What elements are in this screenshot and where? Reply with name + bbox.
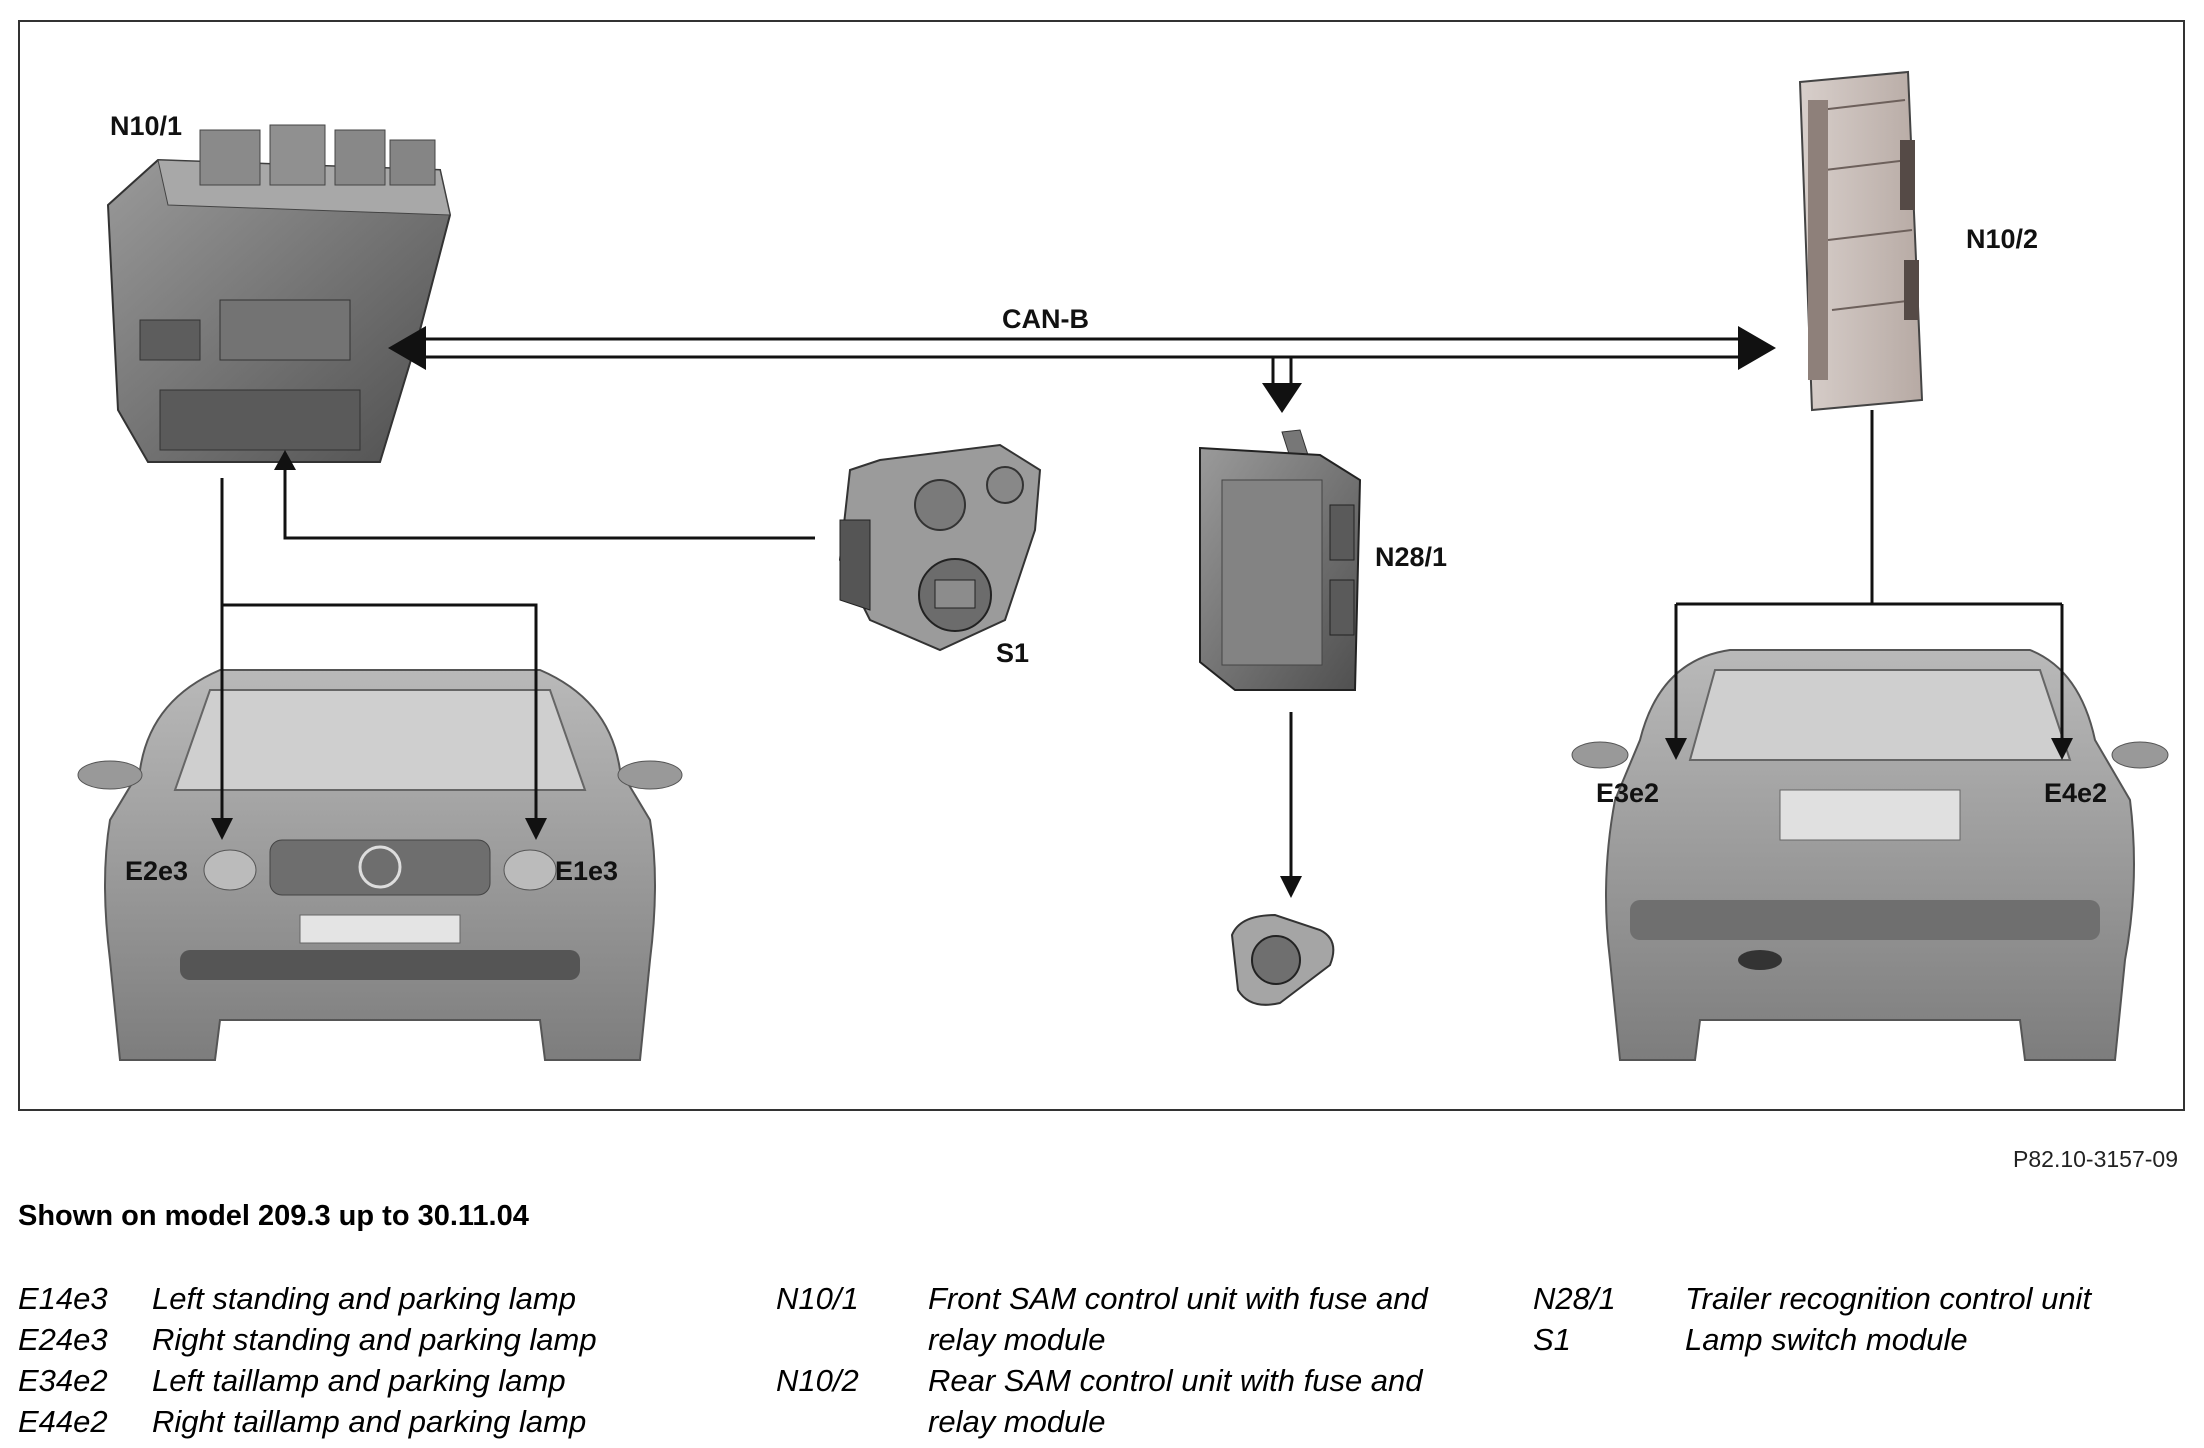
rear-lamp-wiring: [1665, 410, 2073, 760]
legend-code: S1: [1533, 1322, 1571, 1357]
legend-item: E14e3 Left standing and parking lamp: [18, 1278, 597, 1319]
trailer-unit-to-socket-line: [1280, 712, 1302, 898]
legend-code: N10/2: [776, 1363, 859, 1398]
legend-desc: Right taillamp and parking lamp: [152, 1404, 587, 1439]
legend-item: N10/1 Front SAM control unit with fuse an…: [776, 1278, 1448, 1360]
legend-column-3: N28/1 Trailer recognition control unit S1…: [1533, 1278, 2091, 1360]
label-can-b: CAN-B: [1002, 304, 1089, 334]
legend-desc: Lamp switch module: [1685, 1322, 1968, 1357]
legend-code: E34e2: [18, 1363, 108, 1398]
legend-code: E24e3: [18, 1322, 108, 1357]
rear-sam-module: [1798, 70, 1924, 412]
trailer-recognition-unit: [1199, 429, 1362, 691]
legend-code: N28/1: [1533, 1281, 1616, 1316]
label-front-right-lamp: E1e3: [555, 856, 618, 886]
legend-code: E14e3: [18, 1281, 108, 1316]
legend-item: E24e3 Right standing and parking lamp: [18, 1319, 597, 1360]
figure-caption: Shown on model 209.3 up to 30.11.04: [18, 1200, 529, 1232]
label-front-left-lamp: E2e3: [125, 856, 188, 886]
legend-column-1: E14e3 Left standing and parking lamp E24e…: [18, 1278, 597, 1442]
legend-item: E44e2 Right taillamp and parking lamp: [18, 1401, 597, 1442]
legend-desc: Rear SAM control unit with fuse and rela…: [928, 1363, 1423, 1439]
label-lamp-switch: S1: [996, 638, 1029, 668]
trailer-socket: [1230, 913, 1335, 1006]
legend-column-2: N10/1 Front SAM control unit with fuse an…: [776, 1278, 1448, 1442]
can-b-bus: [388, 326, 1776, 413]
legend-desc: Right standing and parking lamp: [152, 1322, 597, 1357]
figure-reference: P82.10-3157-09: [2013, 1146, 2178, 1172]
legend-code: E44e2: [18, 1404, 108, 1439]
legend-item: N10/2 Rear SAM control unit with fuse and…: [776, 1360, 1448, 1442]
rear-car-view: [1571, 649, 2169, 1061]
legend-item: S1 Lamp switch module: [1533, 1319, 2091, 1360]
label-front-sam: N10/1: [110, 111, 182, 141]
legend-desc: Left taillamp and parking lamp: [152, 1363, 566, 1398]
legend-item: N28/1 Trailer recognition control unit: [1533, 1278, 2091, 1319]
lamp-switch-module: [838, 443, 1042, 652]
front-sam-module: [106, 124, 452, 463]
legend-desc: Left standing and parking lamp: [152, 1281, 576, 1316]
label-rear-sam: N10/2: [1966, 224, 2038, 254]
s1-to-front-sam-line: [274, 450, 815, 540]
label-rear-right-lamp: E4e2: [2044, 778, 2107, 808]
legend-desc: Front SAM control unit with fuse and rel…: [928, 1281, 1428, 1357]
front-lamp-wiring: [211, 478, 547, 840]
legend-desc: Trailer recognition control unit: [1685, 1281, 2092, 1316]
label-trailer-unit: N28/1: [1375, 542, 1447, 572]
legend-code: N10/1: [776, 1281, 859, 1316]
label-rear-left-lamp: E3e2: [1596, 778, 1659, 808]
front-car-view: [77, 669, 683, 1061]
legend-item: E34e2 Left taillamp and parking lamp: [18, 1360, 597, 1401]
